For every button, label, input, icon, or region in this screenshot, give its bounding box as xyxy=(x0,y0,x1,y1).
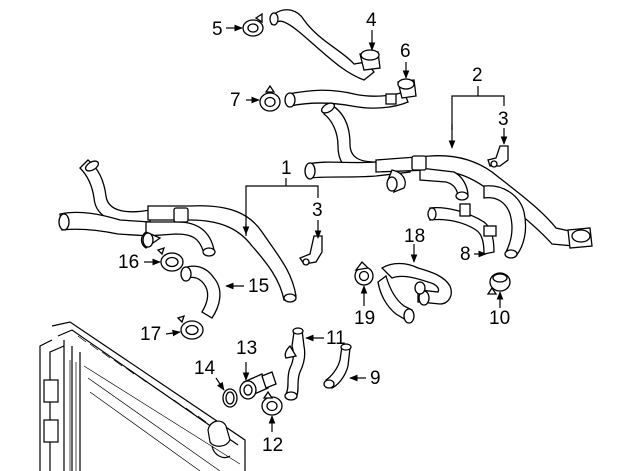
hose-assembly-1 xyxy=(58,159,297,303)
hose-4 xyxy=(269,9,381,81)
hose-18 xyxy=(377,262,452,324)
hose-11 xyxy=(284,327,306,401)
callout-4: 4 xyxy=(366,10,377,31)
callout-8: 8 xyxy=(460,244,471,265)
thermostat-13 xyxy=(239,371,277,400)
clamp-16 xyxy=(156,246,184,272)
clamp-17 xyxy=(176,314,204,340)
bracket-3-right xyxy=(487,145,509,168)
hose-9 xyxy=(323,343,352,389)
clamp-10 xyxy=(486,272,511,295)
callout-18: 18 xyxy=(404,226,426,247)
callout-12: 12 xyxy=(262,435,284,456)
clamp-7 xyxy=(259,84,281,112)
hose-6 xyxy=(284,78,417,109)
callout-10: 10 xyxy=(489,308,511,329)
callout-lines xyxy=(144,24,508,432)
callout-17: 17 xyxy=(140,324,162,345)
callout-14: 14 xyxy=(194,358,216,379)
callout-11: 11 xyxy=(326,328,346,349)
callout-3-right: 3 xyxy=(498,109,509,130)
callout-1: 1 xyxy=(281,158,292,179)
pipe-8 xyxy=(427,203,497,255)
callout-2: 2 xyxy=(472,65,483,86)
callout-3-left: 3 xyxy=(312,200,323,221)
callout-15: 15 xyxy=(248,276,270,297)
callout-7: 7 xyxy=(230,90,241,111)
bracket-3-left xyxy=(299,235,323,266)
o-ring-14 xyxy=(222,388,238,408)
callout-5: 5 xyxy=(212,19,223,40)
callout-9: 9 xyxy=(370,368,381,389)
hose-assembly-2 xyxy=(304,102,593,259)
clamp-12 xyxy=(261,390,283,416)
radiator xyxy=(39,321,246,471)
callout-6: 6 xyxy=(400,41,411,62)
callout-13: 13 xyxy=(236,338,258,359)
clamp-5 xyxy=(242,12,264,37)
callout-16: 16 xyxy=(118,252,140,273)
hose-15 xyxy=(180,265,221,319)
callout-19: 19 xyxy=(354,308,376,329)
clamp-19 xyxy=(354,261,374,286)
